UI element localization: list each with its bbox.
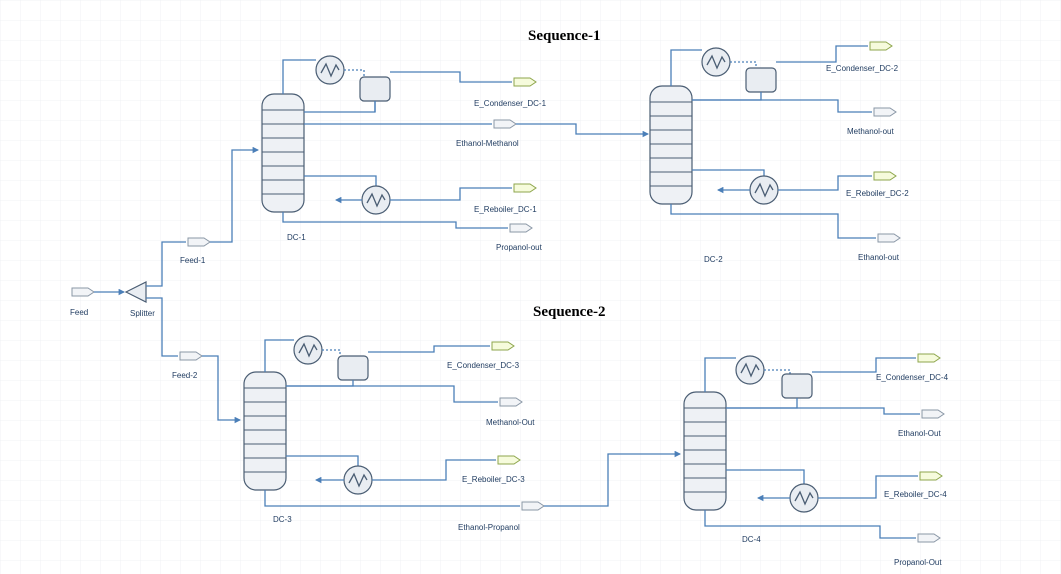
propanol-out-1-stream[interactable] bbox=[509, 223, 533, 233]
feed-1-label: Feed-1 bbox=[180, 256, 206, 265]
e-condenser-dc-4-arrow[interactable] bbox=[917, 353, 941, 363]
reflux-drum-dc-1[interactable] bbox=[359, 76, 391, 102]
e-condenser-dc-2-arrow[interactable] bbox=[869, 41, 893, 51]
splitter[interactable] bbox=[124, 281, 147, 303]
e-reboiler-dc-4-label: E_Reboiler_DC-4 bbox=[884, 490, 947, 499]
ethanol-propanol-stream[interactable] bbox=[521, 501, 545, 511]
e-reboiler-dc-2-label: E_Reboiler_DC-2 bbox=[846, 189, 909, 198]
e-reboiler-dc-2-arrow[interactable] bbox=[873, 171, 897, 181]
condenser-dc-1[interactable] bbox=[315, 55, 345, 85]
propanol-out-2-stream[interactable] bbox=[917, 533, 941, 543]
reflux-drum-dc-3[interactable] bbox=[337, 355, 369, 381]
sequence-2-title: Sequence-2 bbox=[533, 304, 606, 320]
dc-3-label: DC-3 bbox=[273, 515, 292, 524]
ethanol-out-1-label: Ethanol-out bbox=[858, 253, 900, 262]
e-condenser-dc-4-label: E_Condenser_DC-4 bbox=[876, 373, 949, 382]
methanol-out-1-stream[interactable] bbox=[873, 107, 897, 117]
ethanol-out-2-label: Ethanol-Out bbox=[898, 429, 941, 438]
column-dc-1[interactable] bbox=[261, 93, 305, 213]
condenser-dc-3[interactable] bbox=[293, 335, 323, 365]
e-condenser-dc-2-label: E_Condenser_DC-2 bbox=[826, 64, 899, 73]
methanol-out-2-label: Methanol-Out bbox=[486, 418, 535, 427]
condenser-dc-2[interactable] bbox=[701, 47, 731, 77]
feed-2-label: Feed-2 bbox=[172, 371, 198, 380]
splitter-label: Splitter bbox=[130, 309, 155, 318]
e-condenser-dc-3-arrow[interactable] bbox=[491, 341, 515, 351]
e-reboiler-dc-3-label: E_Reboiler_DC-3 bbox=[462, 475, 525, 484]
e-reboiler-dc-4-arrow[interactable] bbox=[919, 471, 943, 481]
propanol-out-1-label: Propanol-out bbox=[496, 243, 543, 252]
column-dc-2[interactable] bbox=[649, 85, 693, 205]
column-dc-3[interactable] bbox=[243, 371, 287, 491]
ethanol-propanol-label: Ethanol-Propanol bbox=[458, 523, 520, 532]
e-reboiler-dc-1-label: E_Reboiler_DC-1 bbox=[474, 205, 537, 214]
column-dc-4[interactable] bbox=[683, 391, 727, 511]
feed-label: Feed bbox=[70, 308, 88, 317]
reboiler-dc-1[interactable] bbox=[361, 185, 391, 215]
e-condenser-dc-1-label: E_Condenser_DC-1 bbox=[474, 99, 547, 108]
reboiler-dc-3[interactable] bbox=[343, 465, 373, 495]
feed-stream[interactable] bbox=[71, 287, 95, 297]
reboiler-dc-4[interactable] bbox=[789, 483, 819, 513]
reflux-drum-dc-2[interactable] bbox=[745, 67, 777, 93]
dc-1-label: DC-1 bbox=[287, 233, 306, 242]
e-condenser-dc-1-arrow[interactable] bbox=[513, 77, 537, 87]
ethanol-out-1-stream[interactable] bbox=[877, 233, 901, 243]
feed-1-stream[interactable] bbox=[187, 237, 211, 247]
reboiler-dc-2[interactable] bbox=[749, 175, 779, 205]
ethanol-methanol-stream[interactable] bbox=[493, 119, 517, 129]
dc-4-label: DC-4 bbox=[742, 535, 761, 544]
condenser-dc-4[interactable] bbox=[735, 355, 765, 385]
e-condenser-dc-3-label: E_Condenser_DC-3 bbox=[447, 361, 520, 370]
dc-2-label: DC-2 bbox=[704, 255, 723, 264]
methanol-out-1-label: Methanol-out bbox=[847, 127, 894, 136]
reflux-drum-dc-4[interactable] bbox=[781, 373, 813, 399]
e-reboiler-dc-3-arrow[interactable] bbox=[497, 455, 521, 465]
e-reboiler-dc-1-arrow[interactable] bbox=[513, 183, 537, 193]
ethanol-methanol-label: Ethanol-Methanol bbox=[456, 139, 519, 148]
propanol-out-2-label: Propanol-Out bbox=[894, 558, 942, 567]
ethanol-out-2-stream[interactable] bbox=[921, 409, 945, 419]
methanol-out-2-stream[interactable] bbox=[499, 397, 523, 407]
sequence-1-title: Sequence-1 bbox=[528, 28, 601, 44]
feed-2-stream[interactable] bbox=[179, 351, 203, 361]
